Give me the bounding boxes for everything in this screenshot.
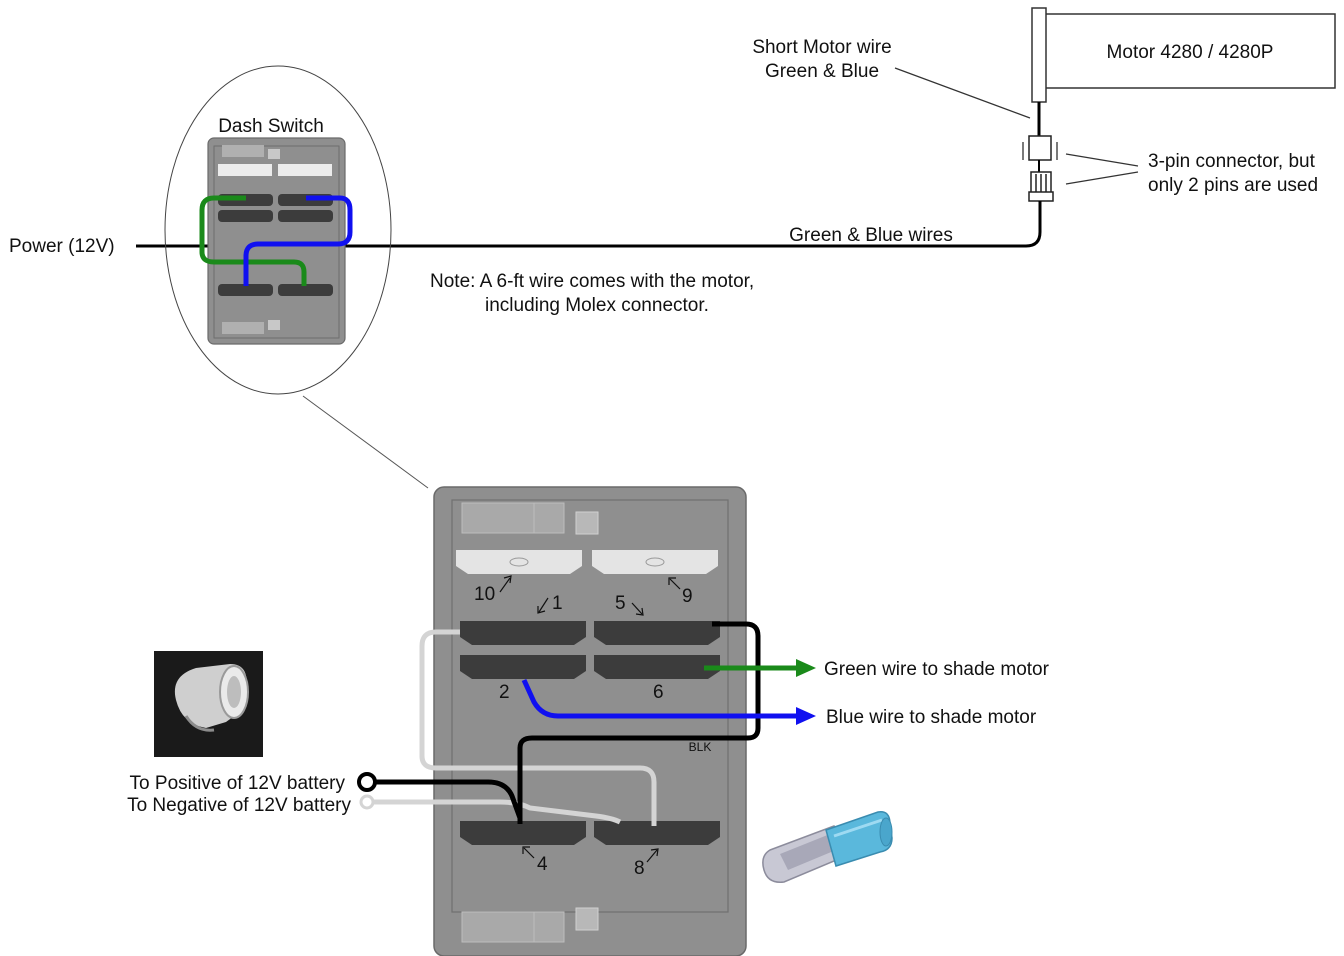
blue-wire-to-motor — [521, 678, 800, 719]
dash-switch-label: Dash Switch — [218, 116, 324, 137]
terminal-8 — [594, 821, 720, 845]
blk-label: BLK — [689, 740, 712, 754]
green-blue-wires-label: Green & Blue wires — [789, 225, 953, 246]
motor-body — [1044, 13, 1336, 89]
pin-6: 6 — [653, 682, 664, 703]
blue-arrowhead — [796, 707, 816, 725]
terminal-2 — [460, 655, 586, 679]
terminal-5 — [594, 621, 720, 645]
short-motor-wire-leader — [894, 67, 1031, 119]
power-label: Power (12V) — [9, 236, 115, 257]
white-jumper-wire — [419, 629, 657, 826]
negative-battery-label: To Negative of 12V battery — [127, 795, 351, 816]
molex-connector — [1022, 135, 1058, 202]
small-blue-wire — [243, 195, 353, 286]
negative-ring-terminal — [359, 794, 375, 810]
wire-nut-photo — [154, 651, 263, 757]
pin-8: 8 — [634, 858, 645, 879]
connector-label-2: only 2 pins are used — [1148, 175, 1318, 196]
blue-wire-label: Blue wire to shade motor — [826, 707, 1037, 728]
white-negative-wire — [368, 799, 622, 825]
connector-top-half — [1028, 135, 1052, 161]
connector-leader-bottom — [1065, 171, 1139, 185]
black-jumper-wire — [517, 621, 761, 824]
green-arrowhead — [796, 659, 816, 677]
short-motor-wire-label-1: Short Motor wire — [752, 37, 891, 58]
terminal-10 — [456, 550, 582, 574]
positive-battery-label: To Positive of 12V battery — [130, 773, 346, 794]
terminal-9 — [592, 550, 718, 574]
black-positive-wire — [372, 779, 523, 819]
motor: Motor 4280 / 4280P — [1031, 7, 1336, 103]
zoom-leader-line — [302, 395, 429, 489]
terminal-1 — [460, 621, 586, 645]
dash-switch-large — [433, 486, 747, 956]
connector-leader-top — [1065, 153, 1139, 167]
short-motor-wire-label-2: Green & Blue — [765, 61, 879, 82]
pin-9: 9 — [682, 586, 693, 607]
dash-switch-callout-ellipse — [164, 65, 392, 395]
motor-end-cap — [1031, 7, 1047, 103]
note-line-2: including Molex connector. — [485, 295, 709, 316]
blue-crimp-connector — [762, 811, 893, 883]
note-line-1: Note: A 6-ft wire comes with the motor, — [430, 271, 754, 292]
terminal-4 — [460, 821, 586, 845]
pin-4: 4 — [537, 854, 548, 875]
small-green-wire — [199, 195, 307, 286]
pin-1: 1 — [552, 593, 563, 614]
pin-2: 2 — [499, 682, 510, 703]
pin-5: 5 — [615, 593, 626, 614]
green-wire-label: Green wire to shade motor — [824, 659, 1050, 680]
pin-10: 10 — [474, 584, 495, 605]
connector-label-1: 3-pin connector, but — [1148, 151, 1316, 172]
dash-switch-small — [207, 137, 346, 345]
motor-label: Motor 4280 / 4280P — [1107, 42, 1274, 63]
green-blue-cable — [300, 201, 1042, 248]
positive-ring-terminal — [357, 772, 377, 792]
terminal-6 — [594, 655, 720, 679]
